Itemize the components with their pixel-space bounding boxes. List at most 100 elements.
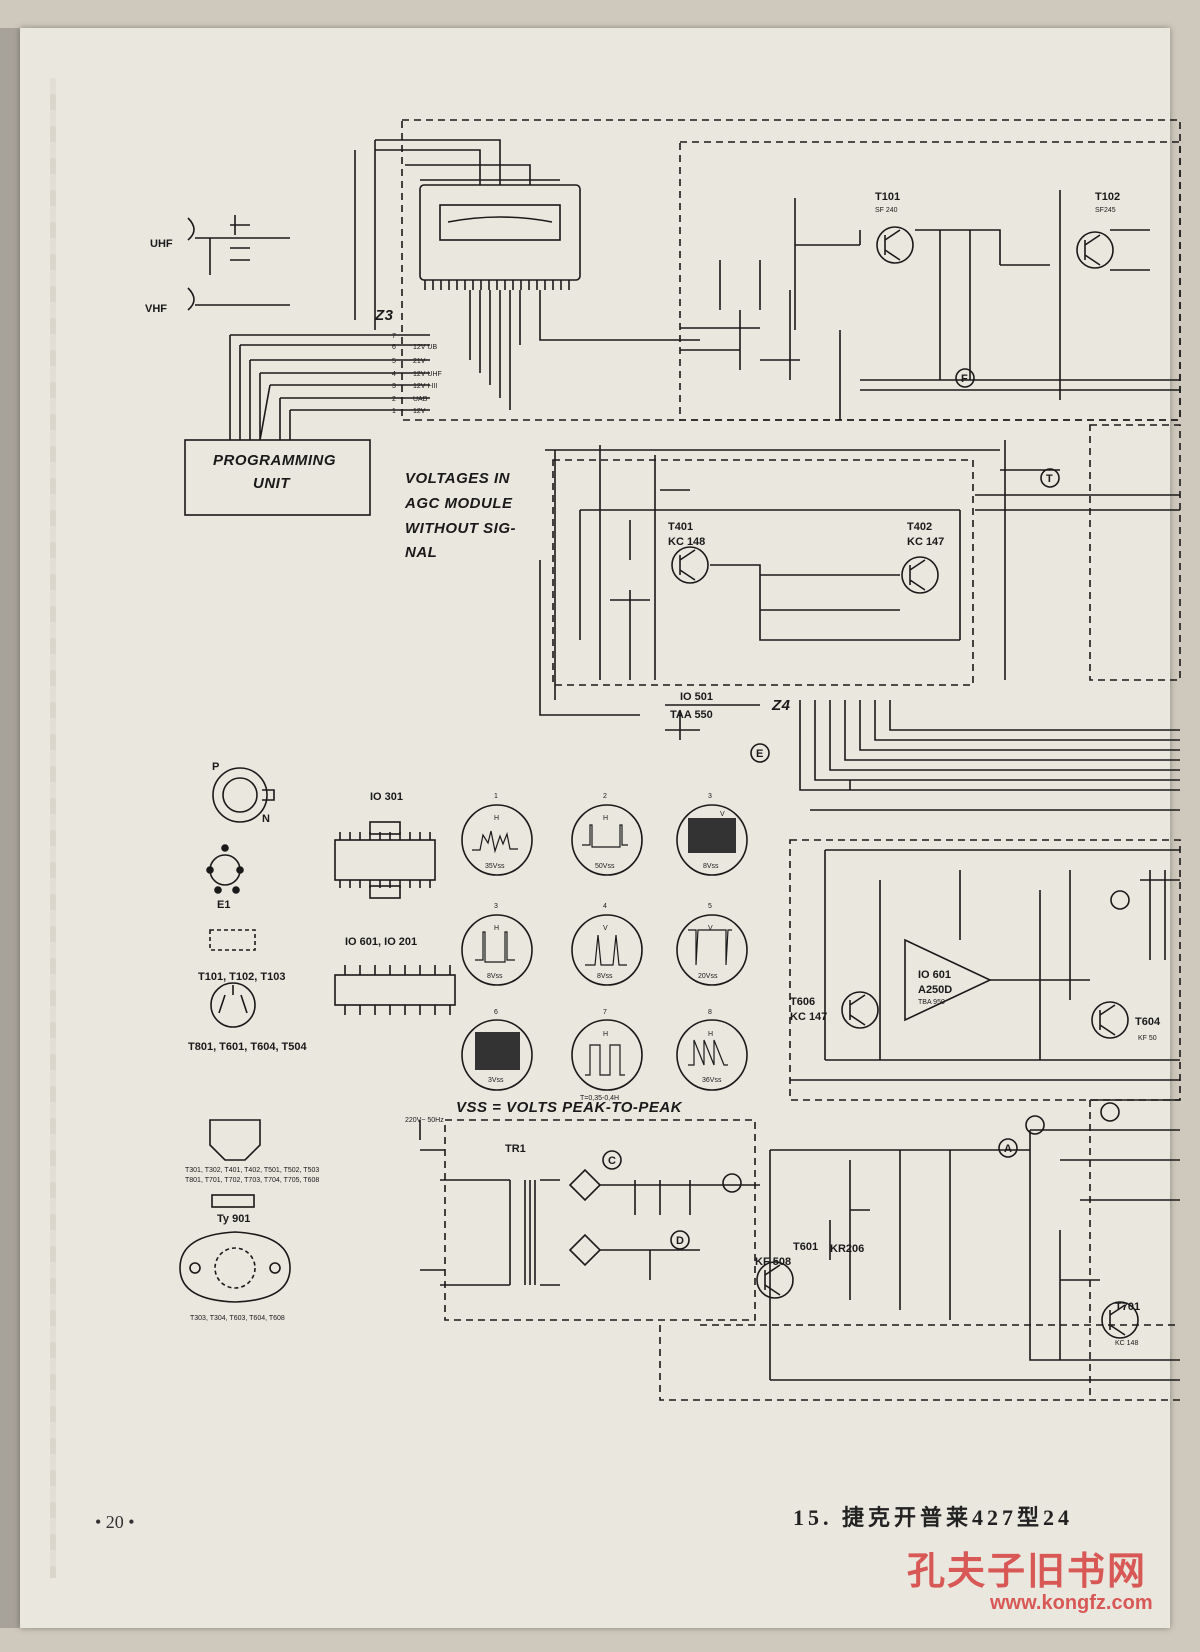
- t102-id: T102: [1095, 191, 1120, 203]
- pkg-t303: [179, 1231, 291, 1303]
- wf3v-num: 3: [708, 793, 712, 800]
- terminal-f-top-text: F: [961, 373, 968, 385]
- z3-pin-2: 2: [392, 396, 396, 403]
- io601-type: A250D: [918, 984, 952, 996]
- wf7-value: T=0,35-0,4H: [580, 1095, 619, 1102]
- wf5-axis: V: [708, 925, 713, 932]
- z3-pin-3-label: 12V I-III: [413, 383, 438, 390]
- figure-caption: 15. 捷克开普莱427型24: [793, 1505, 1074, 1530]
- tuner-can-inner: [439, 204, 561, 241]
- t101-symbol: [876, 226, 914, 264]
- terminal-d-text: D: [676, 1235, 684, 1247]
- t601-type: KF 508: [755, 1256, 791, 1268]
- wf3v-axis: V: [720, 811, 725, 818]
- tuner-can: [419, 184, 581, 281]
- z3-pin-6: 6: [392, 344, 396, 351]
- waveform-5: [676, 914, 748, 986]
- wf4-axis: V: [603, 925, 608, 932]
- label-io501: IO 501: [680, 691, 713, 703]
- t606-id: T606: [790, 996, 815, 1008]
- t101-id: T101: [875, 191, 900, 203]
- z3-pin-2-label: UAB: [413, 396, 428, 403]
- z3-pin-5: 5: [392, 358, 396, 365]
- pkg-t101-label: T101, T102, T103: [198, 971, 285, 983]
- label-io601-201: IO 601, IO 201: [345, 936, 417, 948]
- pkg-p-n: [212, 767, 268, 823]
- rf-stage-box: [679, 141, 1181, 421]
- t701-symbol: [1101, 1301, 1139, 1339]
- waveform-7: [571, 1019, 643, 1091]
- wf6-value: 3Vss: [488, 1077, 504, 1084]
- terminal-t-text: T: [1046, 473, 1053, 485]
- agc-note-line2: AGC MODULE: [404, 495, 513, 512]
- vss-note: VSS = VOLTS PEAK-TO-PEAK: [456, 1099, 683, 1116]
- terminal-c-psu: [602, 1150, 622, 1170]
- pkg-e1: [209, 854, 241, 886]
- pkg-n-label: N: [262, 813, 270, 825]
- waveform-2: [571, 804, 643, 876]
- terminal-a-text: A: [1004, 1143, 1012, 1155]
- t401-id: T401: [668, 521, 693, 533]
- agc-module-box: [552, 459, 974, 686]
- io601-triangle: [904, 938, 992, 1022]
- kr206-label: KR206: [830, 1243, 864, 1255]
- pkg-t101: [209, 929, 256, 951]
- z3-pin-4: 4: [392, 371, 396, 378]
- pkg-t801: [210, 982, 256, 1028]
- ic-io301: [334, 839, 436, 881]
- wf1-num: 1: [494, 793, 498, 800]
- z3-pin-1-label: 12V: [413, 408, 426, 415]
- t701-type: KC 148: [1115, 1340, 1138, 1347]
- terminal-e-top: [750, 743, 770, 763]
- programming-unit-line2: UNIT: [253, 475, 291, 492]
- watermark-text: 孔夫子旧书网: [907, 1551, 1148, 1593]
- terminal-f-top: [955, 368, 975, 388]
- page-number: • 20 •: [95, 1512, 135, 1532]
- terminal-a: [998, 1138, 1018, 1158]
- terminal-e-right: [1100, 1102, 1120, 1122]
- t102-type: SF245: [1095, 207, 1116, 214]
- t606-type: KC 147: [790, 1011, 827, 1023]
- terminal-d: [670, 1230, 690, 1250]
- io601-id: IO 601: [918, 969, 951, 981]
- label-mains: 220V~ 50Hz: [405, 1117, 444, 1124]
- t401-type: KC 148: [668, 536, 705, 548]
- t701-id: T701: [1115, 1301, 1140, 1313]
- z3-pin-3: 3: [392, 383, 396, 390]
- agc-note-line1: VOLTAGES IN: [405, 470, 511, 487]
- programming-unit-line1: PROGRAMMING: [213, 452, 336, 469]
- t604-id: T604: [1135, 1016, 1161, 1028]
- z3-pin-7: 7: [392, 333, 396, 340]
- terminal-c-right: [1025, 1115, 1045, 1135]
- wf4-value: 8Vss: [597, 973, 613, 980]
- io601-alt: TBA 950: [918, 999, 945, 1006]
- label-io301: IO 301: [370, 791, 403, 803]
- t601-id: T601: [793, 1241, 818, 1253]
- t402-id: T402: [907, 521, 932, 533]
- agc-note-line4: NAL: [405, 544, 437, 561]
- wf3v-value: 8Vss: [703, 863, 719, 870]
- t606-symbol: [841, 991, 879, 1029]
- binding-shadow: [50, 78, 56, 1578]
- waveform-3v: [676, 804, 748, 876]
- label-uhf: UHF: [150, 238, 173, 250]
- label-tr1: TR1: [505, 1143, 526, 1155]
- waveform-6: [461, 1019, 533, 1091]
- t401-symbol: [671, 546, 709, 584]
- pkg-t301b-label: T801, T701, T702, T703, T704, T705, T608: [185, 1177, 319, 1184]
- z3-pin-4-label: 12V UHF: [413, 371, 442, 378]
- waveform-4: [571, 914, 643, 986]
- z3-pin-1: 1: [392, 408, 396, 415]
- wf2-value: 50Vss: [595, 863, 615, 870]
- terminal-f-right: [1110, 890, 1130, 910]
- waveform-3h: [461, 914, 533, 986]
- waveform-6-fill: [475, 1032, 520, 1070]
- label-vhf: VHF: [145, 303, 167, 315]
- wf8-axis: H: [708, 1031, 713, 1038]
- scanned-page: [20, 28, 1170, 1628]
- label-taa550: TAA 550: [670, 709, 713, 721]
- terminal-e-top-text: E: [756, 748, 763, 760]
- z3-pin-6-label: 12V UB: [413, 344, 437, 351]
- wf5-num: 5: [708, 903, 712, 910]
